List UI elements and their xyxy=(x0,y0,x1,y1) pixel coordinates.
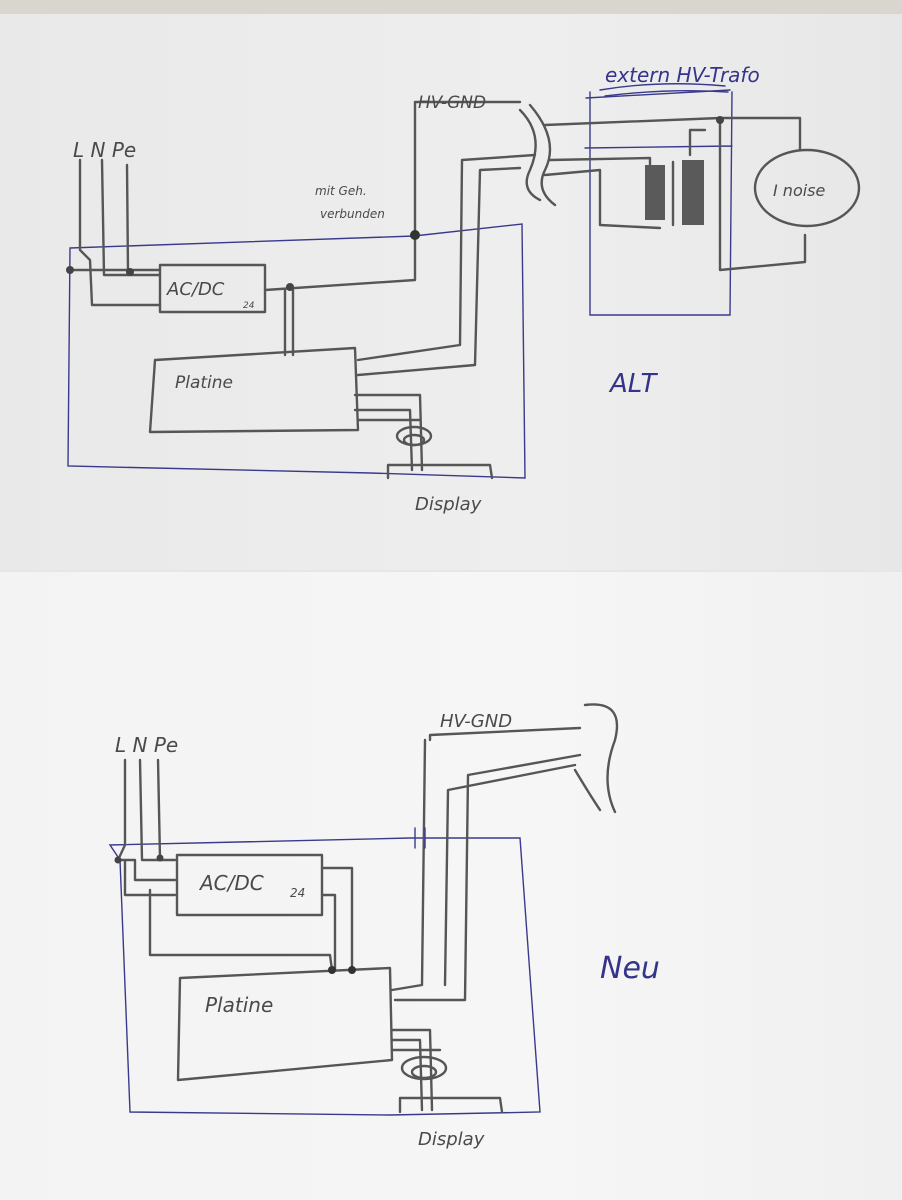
new-chassis-outline xyxy=(108,837,541,1116)
paper-sheet-new xyxy=(0,572,902,1200)
old-display-label: Display xyxy=(415,494,482,515)
old-chassis-note-2: verbunden xyxy=(320,207,385,221)
old-diagram-title: ALT xyxy=(608,369,659,399)
paper-sheet-old xyxy=(0,14,902,570)
old-board-box xyxy=(148,346,360,434)
new-diagram-title: Neu xyxy=(600,951,660,986)
new-board-box xyxy=(176,966,394,1082)
old-transformer-secondary-coil xyxy=(682,160,704,225)
old-transformer-label: extern HV-Trafo xyxy=(605,63,760,87)
old-chassis-note-1: mit Geh. xyxy=(315,184,367,198)
new-display-label: Display xyxy=(418,1129,485,1150)
old-mains-label: L N Pe xyxy=(73,138,136,162)
desk-background xyxy=(0,0,902,16)
old-psu-label: AC/DC xyxy=(166,279,225,300)
old-psu-box xyxy=(158,263,267,314)
new-psu-voltage: 24 xyxy=(290,886,305,900)
new-mains-label: L N Pe xyxy=(115,733,178,757)
old-psu-voltage: 24 xyxy=(243,301,255,311)
old-hv-gnd-label: HV-GND xyxy=(418,93,486,113)
new-board-label: Platine xyxy=(205,993,273,1017)
new-ferrite-core xyxy=(400,1055,448,1081)
new-diagram: L N Pe AC/DC 24 Platine HV-GND Neu Displ… xyxy=(108,703,660,1150)
new-psu-label: AC/DC xyxy=(198,871,264,895)
old-board-label: Platine xyxy=(175,373,233,393)
old-transformer-primary-coil xyxy=(645,165,665,220)
new-psu-box xyxy=(175,853,324,917)
old-noise-source-circle xyxy=(753,148,861,228)
new-hv-gnd-capacitor xyxy=(414,827,426,849)
old-noise-label: I noise xyxy=(773,181,826,200)
old-diagram: L N Pe AC/DC 24 Platine HV-GND mit Geh. … xyxy=(66,63,861,515)
new-hv-gnd-label: HV-GND xyxy=(440,711,512,732)
